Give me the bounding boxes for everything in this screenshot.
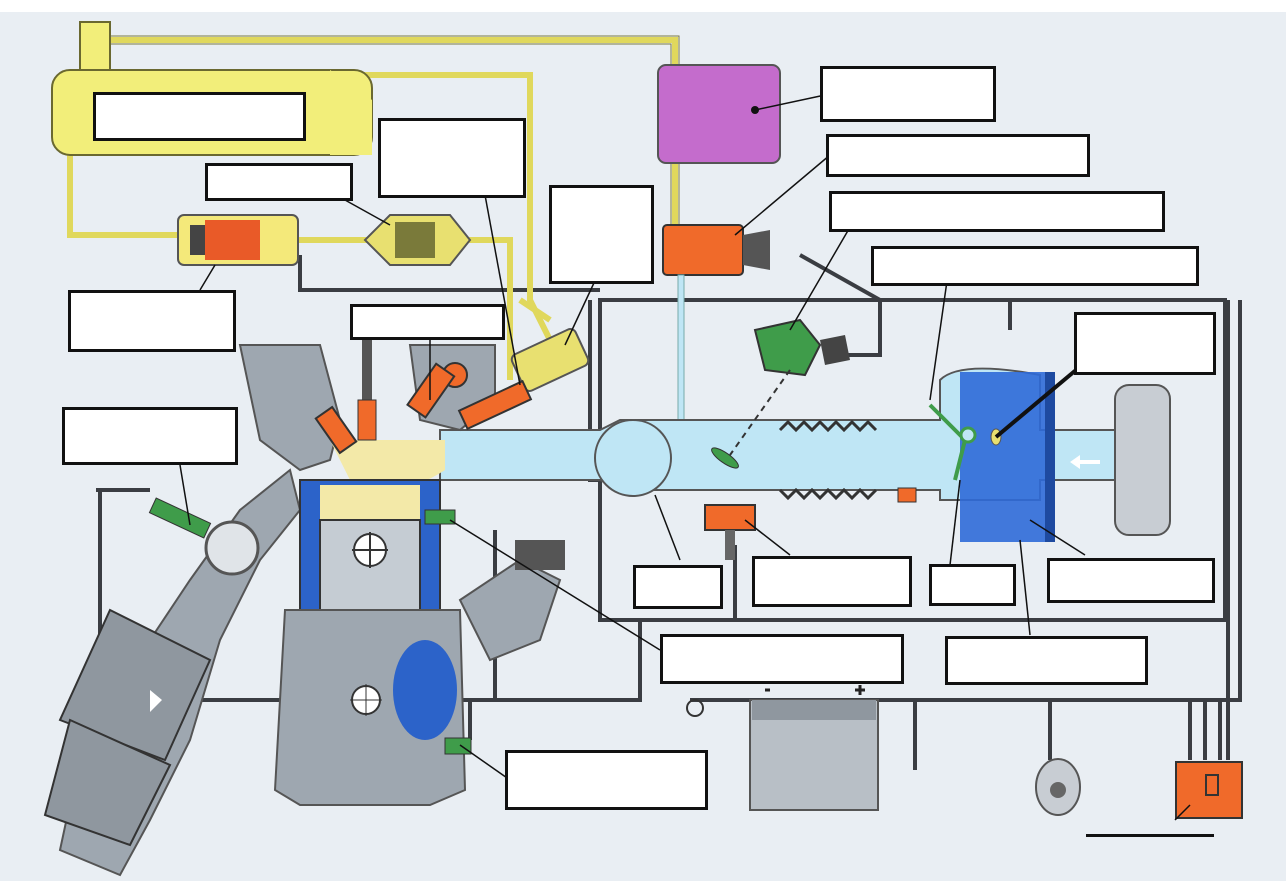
label-box-throttle-switch (829, 191, 1165, 232)
label-box-fuel-filter (205, 163, 353, 201)
label-box-fuel-pump (68, 290, 236, 352)
label-box-air-temp (1074, 312, 1216, 375)
piston-icon (299, 479, 441, 616)
coolant-sensor-icon (424, 509, 456, 525)
label-box-air-filter (945, 636, 1148, 685)
label-box-injector (549, 185, 654, 284)
bellows (778, 419, 878, 501)
temperature-sensor-icon (704, 504, 756, 560)
label-box-temperature-sensor (660, 634, 904, 684)
label-box-idle-valve (752, 556, 912, 607)
label-box-spark-plug (350, 304, 505, 340)
throttle-switch-icon (753, 318, 850, 377)
distributor-icon (458, 540, 565, 662)
ecu-vacuum-line (677, 274, 685, 436)
fuel-pump-icon (177, 214, 299, 266)
ground-terminal (686, 699, 704, 717)
label-box-pressure-regulator (826, 134, 1090, 177)
fuel-lines (67, 37, 678, 380)
label-box-ecu (820, 66, 996, 122)
engine-block (273, 609, 467, 806)
injector-icon (314, 328, 590, 455)
air-intake-duct (439, 367, 1116, 501)
throttle-icon (711, 447, 739, 469)
air-direction-arrow (1070, 455, 1100, 469)
air-filter-icon (960, 372, 1055, 542)
pressure-sensor-icon (662, 224, 770, 276)
label-box-crank-sensor (505, 750, 708, 810)
label-box-air-flow-flap (929, 564, 1016, 606)
label-box-intake-manifold (633, 565, 723, 609)
fuel-line-outline (110, 35, 680, 235)
air-cleaner-housing (1114, 384, 1171, 536)
white-top-strip (0, 0, 1286, 12)
ecu-icon (657, 64, 781, 164)
lambda-sensor-icon (148, 497, 212, 539)
ignition-switch-icon (1035, 758, 1081, 816)
label-box-air-cleaner (1047, 558, 1215, 603)
battery-icon (749, 685, 879, 811)
label-box-fuel-tank (93, 92, 306, 141)
label-box-fuel-line (378, 118, 526, 198)
fuel-filter-icon (363, 214, 472, 266)
label-box-lambda-sensor (62, 407, 238, 465)
catalytic-converter-icon (43, 608, 212, 847)
label-box-air-flow-meter (871, 246, 1199, 286)
scale-bar (1086, 834, 1214, 837)
crank-sensor-icon (444, 737, 472, 755)
idle-valve-icon (897, 487, 917, 503)
spark-plug-icon (357, 340, 377, 441)
